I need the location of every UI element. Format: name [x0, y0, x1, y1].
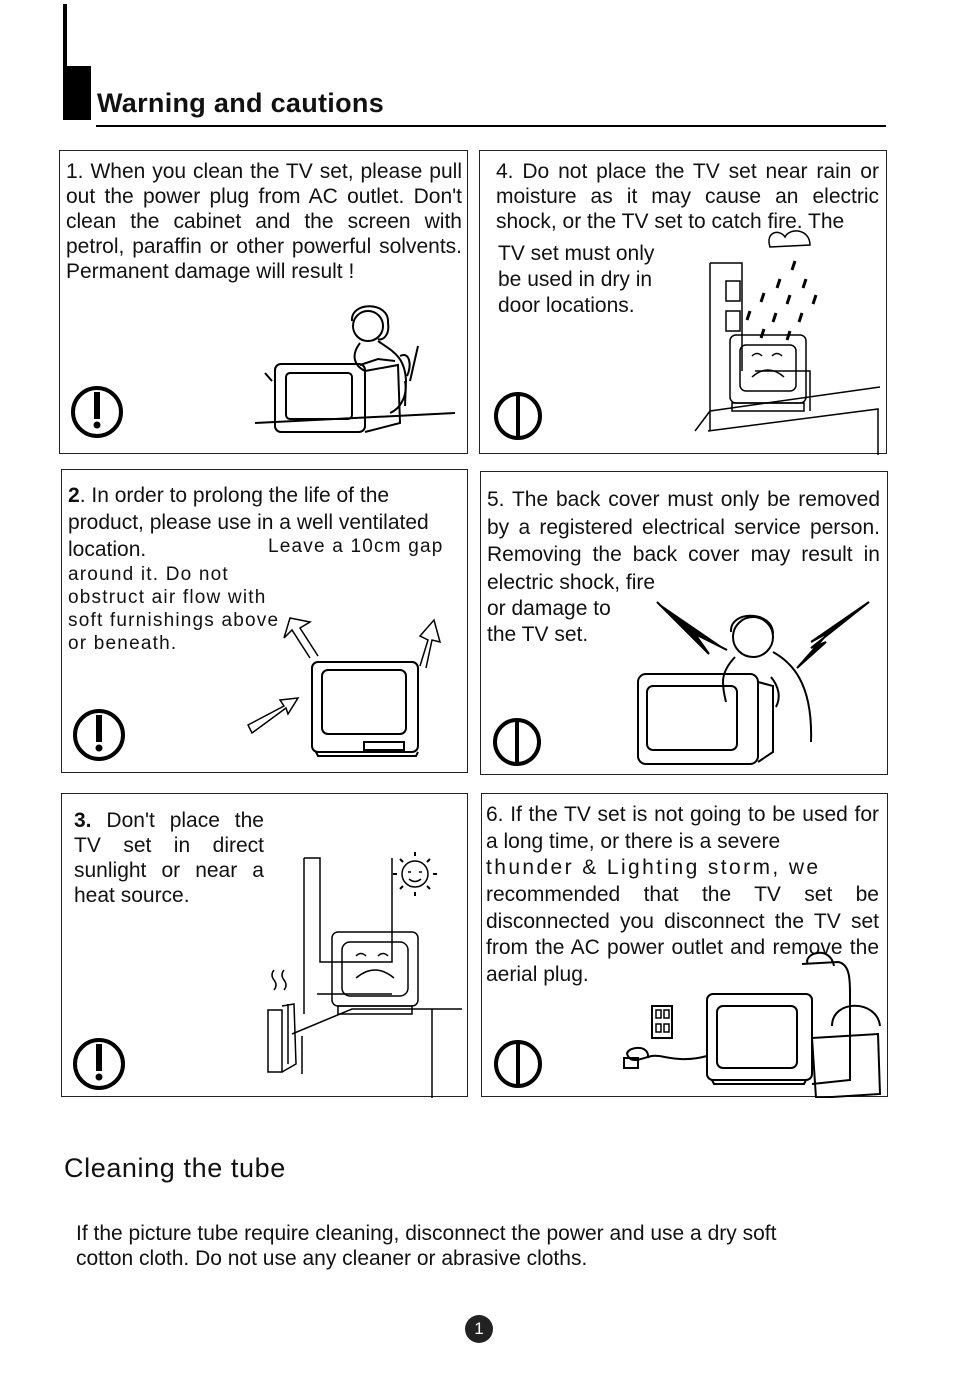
sun-heater-tv-illustration: [267, 852, 462, 1098]
caution-3-illustration: [73, 852, 462, 1098]
prohibition-icon: [493, 718, 541, 766]
caution-6-illustration: [494, 952, 882, 1098]
caution-2-illustration: [73, 617, 442, 761]
header-accent-block: [63, 66, 91, 120]
caution-6-text-spaced: thunder & Lighting storm, we: [486, 856, 821, 879]
cleaning-section-title: Cleaning the tube: [64, 1153, 286, 1183]
caution-5-text-cont: or damage to the TV set.: [487, 597, 611, 646]
caution-6-text: 6. If the TV set is not going to be used…: [486, 803, 879, 853]
caution-5-text: 5. The back cover must only be removed b…: [487, 488, 880, 594]
header-accent-line: [63, 4, 67, 68]
caution-2-text-small-2: around it. Do not obstruct air flow with…: [68, 564, 280, 654]
cleaning-section-text: If the picture tube require cleaning, di…: [76, 1222, 777, 1270]
caution-4-text-cont: TV set must only be used in dry in door …: [498, 242, 655, 317]
rain-window-tv-illustration: [694, 230, 881, 455]
caution-4-illustration: [494, 230, 881, 455]
caution-4-text: 4. Do not place the TV set near rain or …: [496, 160, 879, 233]
caution-1-illustration: [71, 305, 456, 438]
caution-panel-5: 5. The back cover must only be removed b…: [480, 471, 888, 775]
caution-panel-4: 4. Do not place the TV set near rain or …: [479, 150, 887, 455]
caution-5-illustration: [493, 601, 870, 766]
exclamation-icon: [73, 709, 125, 761]
exclamation-icon: [73, 1038, 125, 1090]
caution-2-text: 2. In order to prolong the life of the p…: [68, 484, 429, 561]
electric-shock-tv-illustration: [637, 601, 870, 765]
title-underline: [96, 125, 886, 127]
page-number-badge: 1: [465, 1315, 493, 1343]
exclamation-icon: [71, 386, 123, 438]
ventilated-tv-illustration: [247, 617, 442, 757]
prohibition-icon: [494, 1040, 542, 1088]
caution-1-text: 1. When you clean the TV set, please pul…: [66, 160, 462, 283]
page-title: Warning and cautions: [97, 88, 385, 118]
caution-3-text: 3. Don't place the TV set in direct sunl…: [74, 809, 264, 907]
caution-2-text-small-1: Leave a 10cm gap: [268, 536, 444, 557]
caution-panel-2: 2. In order to prolong the life of the p…: [61, 469, 468, 773]
caution-panel-6: 6. If the TV set is not going to be used…: [481, 793, 888, 1098]
prohibition-icon: [494, 392, 542, 440]
caution-panel-3: 3. Don't place the TV set in direct sunl…: [61, 793, 468, 1098]
unplugged-tv-illustration: [623, 952, 882, 1098]
woman-cleaning-tv-illustration: [254, 305, 456, 433]
caution-6-text-cont: recommended that the TV set be disconnec…: [486, 883, 879, 986]
caution-panel-1: 1. When you clean the TV set, please pul…: [59, 150, 468, 454]
